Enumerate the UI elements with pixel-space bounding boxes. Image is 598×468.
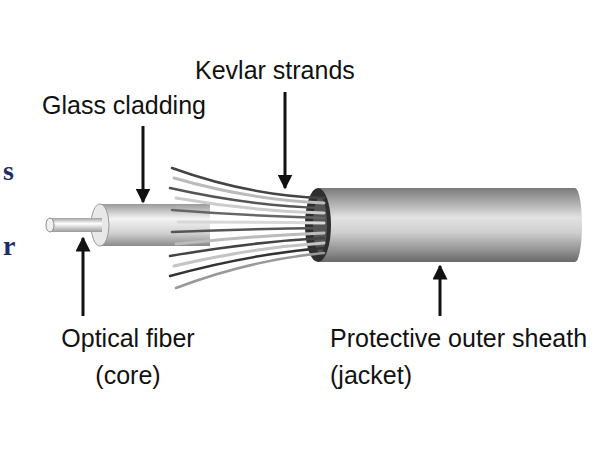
part-label: Kevlar strands — [195, 52, 355, 89]
part-label: Optical fiber (core) — [28, 320, 228, 394]
slide-fragment: r — [3, 227, 15, 264]
part-label: Glass cladding — [42, 87, 206, 124]
slide-fragment: s — [3, 152, 14, 189]
kevlar-strands — [170, 168, 324, 288]
part-label: Protective outer sheath (jacket) — [330, 320, 590, 394]
leader-arrows — [83, 92, 440, 316]
outer-jacket — [305, 188, 582, 262]
optical-core — [46, 218, 102, 232]
